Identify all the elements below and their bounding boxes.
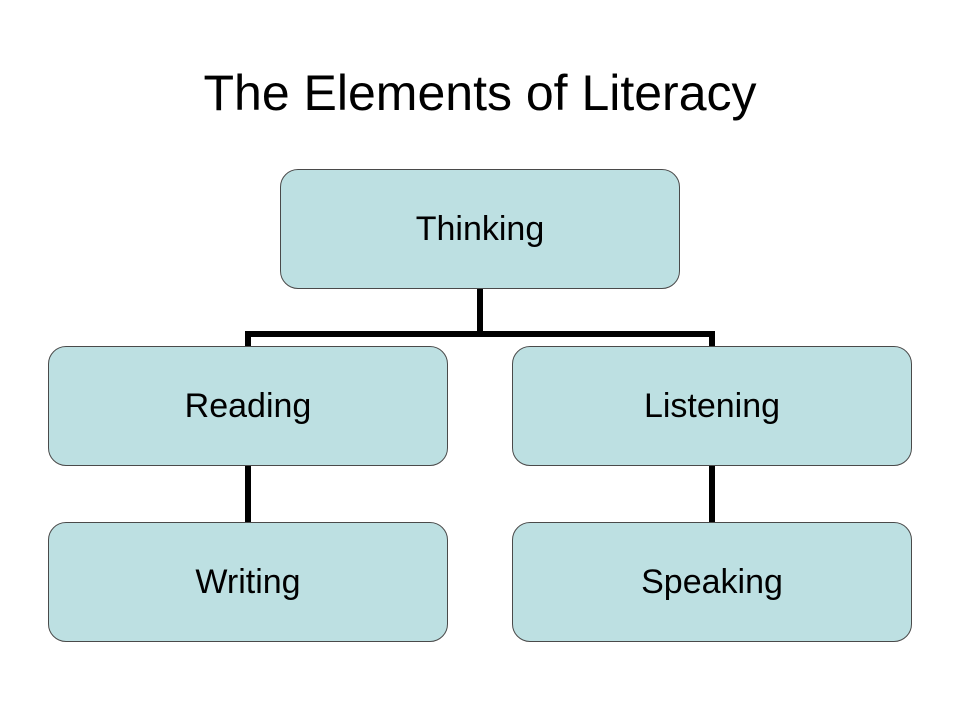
node-writing-label: Writing bbox=[195, 562, 301, 601]
node-thinking: Thinking bbox=[280, 169, 680, 289]
node-reading-label: Reading bbox=[184, 386, 312, 425]
node-listening-label: Listening bbox=[643, 386, 781, 425]
node-writing: Writing bbox=[48, 522, 448, 642]
slide-title: The Elements of Literacy bbox=[203, 65, 757, 121]
node-speaking: Speaking bbox=[512, 522, 912, 642]
node-speaking-label: Speaking bbox=[641, 562, 783, 601]
node-reading: Reading bbox=[48, 346, 448, 466]
node-thinking-label: Thinking bbox=[415, 209, 545, 248]
node-listening: Listening bbox=[512, 346, 912, 466]
